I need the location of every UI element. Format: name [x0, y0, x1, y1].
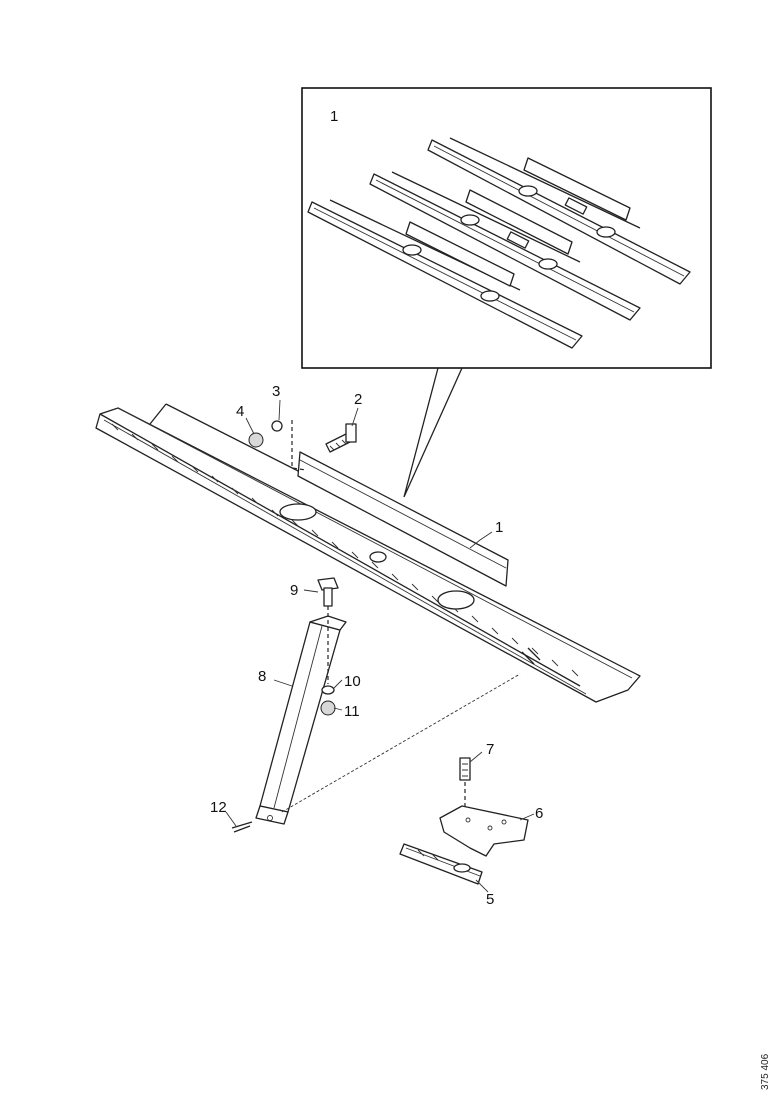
rail-bracket [297, 451, 509, 587]
rail-opening [437, 590, 475, 610]
callout-8: 8 [258, 668, 266, 685]
callout-1: 1 [495, 519, 503, 536]
inset-label: 1 [330, 108, 338, 125]
dashed-assembly-line [291, 420, 307, 471]
bolt-part-2 [325, 423, 357, 453]
rail-opening [279, 503, 317, 521]
inset-rail-bottom [307, 199, 583, 349]
callout-7: 7 [486, 741, 494, 758]
callout-12: 12 [210, 799, 227, 816]
main-rail-assembly [95, 403, 641, 703]
reference-line [281, 673, 521, 813]
inset-pointer [403, 367, 463, 498]
support-strut-part-8 [255, 615, 347, 825]
callout-10: 10 [344, 673, 361, 690]
nut-part-3 [271, 420, 283, 432]
inset-detail: 1 [301, 87, 712, 498]
bolt-part-7 [459, 757, 471, 808]
inset-frame [301, 87, 712, 369]
callout-5: 5 [486, 891, 494, 908]
washer-part-10 [321, 685, 335, 695]
callout-3: 3 [272, 383, 280, 400]
rail-opening [369, 551, 387, 563]
nut-part-11 [320, 700, 336, 716]
inset-rail-top [427, 137, 691, 285]
screw-part-12 [231, 821, 253, 833]
mounting-plate-part-6 [439, 805, 529, 857]
callout-4: 4 [236, 403, 244, 420]
washer-part-4 [248, 432, 264, 448]
rail-channel [95, 407, 641, 703]
inset-rail-middle [369, 171, 641, 321]
callout-9: 9 [290, 582, 298, 599]
callout-11: 11 [344, 703, 360, 720]
clamp-part-5 [399, 843, 483, 885]
callout-6: 6 [535, 805, 543, 822]
drawing-code: 375 406 [760, 1053, 771, 1090]
bolt-part-9 [317, 577, 339, 607]
callout-2: 2 [354, 391, 362, 408]
callout-leaders [225, 399, 535, 893]
